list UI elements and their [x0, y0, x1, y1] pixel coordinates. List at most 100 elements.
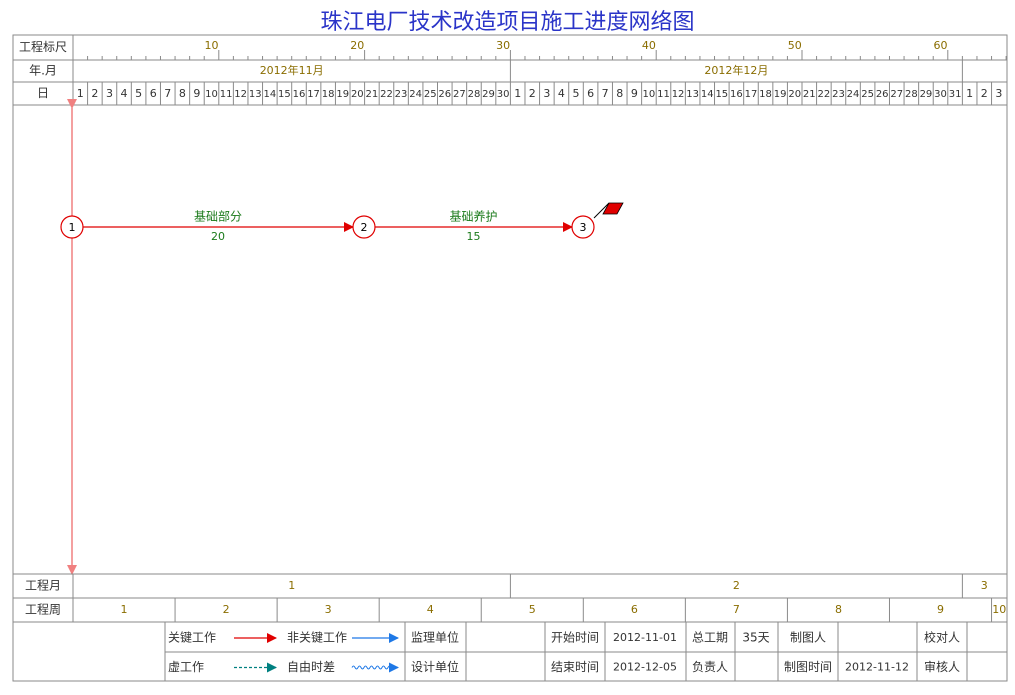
day-label: 13 [686, 89, 699, 100]
info-reviewer-label: 审核人 [924, 659, 960, 674]
page-title: 珠江电厂技术改造项目施工进度网络图 [320, 10, 695, 35]
info-owner-label: 负责人 [692, 660, 728, 674]
info-end-label: 结束时间 [551, 660, 599, 674]
footer-week-label: 1 [121, 603, 128, 616]
day-label: 5 [573, 87, 580, 100]
day-label: 20 [351, 89, 364, 100]
day-label: 8 [616, 87, 623, 100]
month-label: 2012年12月 [704, 63, 768, 77]
header-row-label: 日 [37, 86, 49, 100]
day-label: 17 [307, 89, 320, 100]
day-label: 8 [179, 87, 186, 100]
footer-week-label: 5 [529, 603, 536, 616]
day-label: 6 [587, 87, 594, 100]
info-end-value: 2012-12-05 [613, 661, 677, 674]
info-start-value: 2012-11-01 [613, 631, 677, 644]
node-label: 1 [69, 221, 76, 234]
day-label: 23 [832, 89, 845, 100]
day-label: 16 [730, 89, 743, 100]
footer-row-label: 工程周 [25, 602, 61, 617]
node-label: 3 [580, 221, 587, 234]
day-label: 26 [438, 89, 451, 100]
day-label: 15 [278, 89, 291, 100]
info-proofreader-label: 校对人 [924, 630, 960, 645]
info-draft-time-label: 制图时间 [784, 660, 832, 674]
day-label: 15 [715, 89, 728, 100]
node-circle [352, 215, 376, 239]
legend-free-float-wave [351, 665, 395, 670]
day-label: 1 [966, 87, 973, 100]
info-supervisor-label: 监理单位 [411, 630, 459, 645]
legend-critical-label: 关键工作 [168, 631, 216, 645]
footer-week-label: 6 [631, 603, 638, 616]
footer-month-label: 1 [288, 579, 295, 592]
day-label: 6 [150, 87, 157, 100]
info-start-label: 开始时间 [551, 631, 599, 645]
day-label: 18 [322, 89, 335, 100]
scale-tick-label: 10 [205, 39, 219, 52]
info-designer-label: 设计单位 [411, 659, 459, 674]
info-drafter-label: 制图人 [790, 631, 826, 645]
scale-tick-label: 50 [788, 39, 802, 52]
day-label: 17 [745, 89, 758, 100]
info-duration-label: 总工期 [692, 631, 728, 645]
activity-name: 基础部分 [194, 209, 242, 224]
day-label: 21 [366, 89, 379, 100]
day-label: 4 [558, 87, 565, 100]
scale-tick-label: 20 [350, 39, 364, 52]
info-duration-value: 35天 [742, 631, 769, 645]
day-label: 12 [234, 89, 247, 100]
day-label: 30 [934, 89, 947, 100]
legend-dummy-label: 虚工作 [168, 660, 204, 674]
day-label: 1 [77, 87, 84, 100]
day-label: 26 [876, 89, 889, 100]
day-label: 19 [774, 89, 787, 100]
day-label: 19 [336, 89, 349, 100]
day-label: 10 [643, 89, 656, 100]
day-label: 24 [847, 89, 860, 100]
header-row-label: 年.月 [29, 64, 57, 78]
day-label: 24 [409, 89, 422, 100]
day-label: 21 [803, 89, 816, 100]
node-circle [571, 215, 595, 239]
day-label: 27 [890, 89, 903, 100]
footer-week-label: 2 [223, 603, 230, 616]
footer-week-label: 3 [325, 603, 332, 616]
scale-tick-label: 40 [642, 39, 656, 52]
legend-free-float-label: 自由时差 [287, 660, 335, 674]
day-label: 12 [672, 89, 685, 100]
scale-tick-label: 60 [934, 39, 948, 52]
day-label: 7 [602, 87, 609, 100]
day-label: 9 [193, 87, 200, 100]
finish-flag-pole [593, 202, 610, 219]
day-label: 28 [468, 89, 481, 100]
day-label: 14 [263, 89, 276, 100]
footer-week-label: 9 [937, 603, 944, 616]
footer-month-label: 2 [733, 579, 740, 592]
info-draft-time-value: 2012-11-12 [845, 661, 909, 674]
legend-noncritical-label: 非关键工作 [287, 631, 347, 645]
day-label: 7 [164, 87, 171, 100]
day-label: 22 [380, 89, 393, 100]
day-label: 10 [205, 89, 218, 100]
day-label: 22 [818, 89, 831, 100]
day-label: 16 [293, 89, 306, 100]
footer-row-label: 工程月 [25, 578, 61, 593]
day-label: 3 [995, 87, 1002, 100]
day-label: 2 [91, 87, 98, 100]
day-label: 23 [395, 89, 408, 100]
footer-month-label: 3 [981, 579, 988, 592]
day-label: 28 [905, 89, 918, 100]
day-label: 3 [106, 87, 113, 100]
day-label: 20 [788, 89, 801, 100]
day-label: 3 [543, 87, 550, 100]
day-label: 29 [482, 89, 495, 100]
finish-flag-icon [602, 202, 624, 215]
footer-week-label: 8 [835, 603, 842, 616]
day-label: 25 [424, 89, 437, 100]
activity-name: 基础养护 [449, 209, 497, 224]
node-circle [60, 215, 84, 239]
day-label: 11 [657, 89, 670, 100]
header-row-label: 工程标尺 [19, 39, 67, 54]
